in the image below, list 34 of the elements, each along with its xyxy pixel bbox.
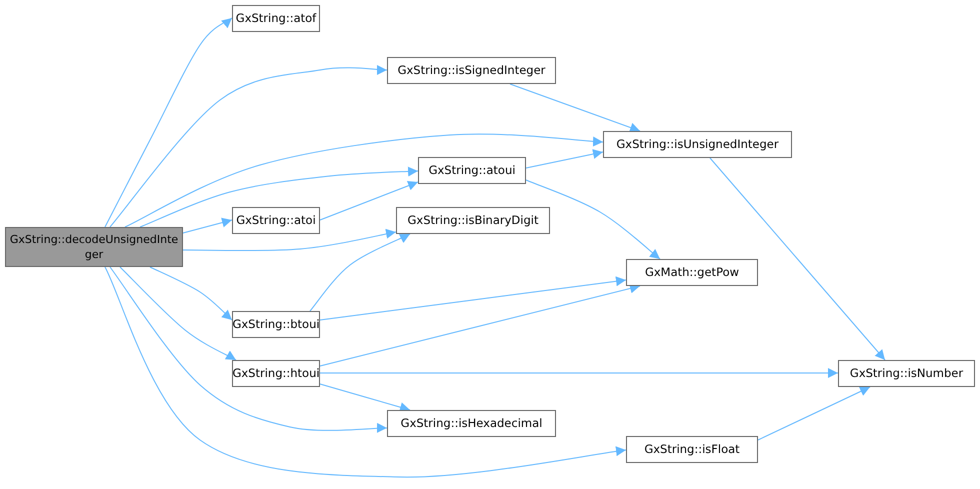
function-box: GxString::atoui bbox=[418, 157, 526, 184]
arrow bbox=[104, 18, 232, 228]
function-box: GxString::isBinaryDigit bbox=[396, 207, 550, 234]
arrow bbox=[104, 266, 626, 478]
arrow bbox=[710, 158, 886, 360]
arrow bbox=[110, 266, 388, 434]
function-box: GxString::isFloat bbox=[626, 436, 758, 463]
arrow bbox=[120, 266, 236, 360]
function-box: GxString::atoi bbox=[232, 207, 320, 234]
arrow bbox=[182, 228, 396, 252]
arrow bbox=[320, 276, 626, 320]
function-box: GxString::decodeUnsignedInteger bbox=[5, 227, 183, 267]
arrow bbox=[110, 64, 388, 228]
arrow bbox=[140, 166, 418, 228]
arrow bbox=[124, 134, 604, 228]
function-box: GxString::htoui bbox=[232, 360, 320, 387]
arrow bbox=[758, 386, 870, 440]
arrow bbox=[526, 149, 604, 168]
arrow bbox=[320, 284, 640, 366]
function-box: GxString::isHexadecimal bbox=[387, 410, 556, 437]
arrow bbox=[182, 218, 232, 234]
function-box: GxString::isSignedInteger bbox=[387, 57, 556, 84]
arrow bbox=[320, 384, 410, 412]
arrow bbox=[320, 368, 838, 378]
function-box: GxString::btoui bbox=[232, 311, 320, 338]
arrow bbox=[150, 266, 232, 320]
arrow bbox=[526, 180, 660, 260]
function-box: GxString::isNumber bbox=[838, 360, 975, 387]
function-box: GxString::atof bbox=[232, 5, 320, 32]
arrow bbox=[310, 234, 410, 312]
arrow bbox=[320, 180, 418, 220]
arrow bbox=[510, 84, 640, 132]
function-box: GxString::isUnsignedInteger bbox=[603, 131, 792, 158]
function-box: GxMath::getPow bbox=[626, 259, 758, 286]
